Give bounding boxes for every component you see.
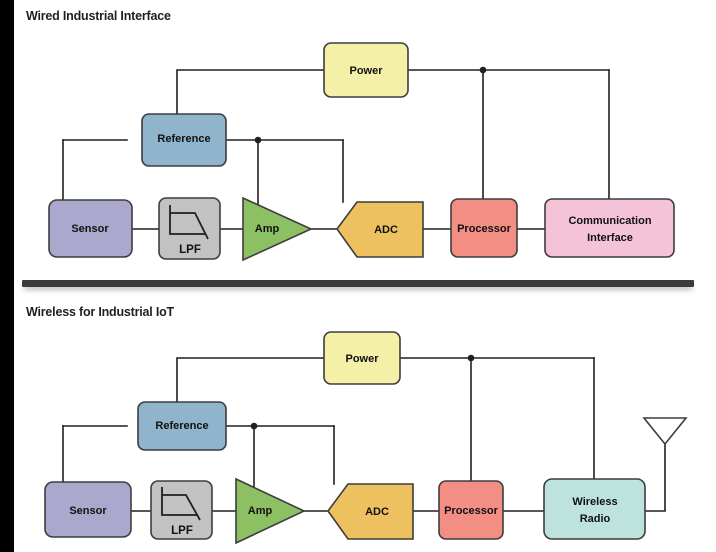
diagram-wireless: Power Reference Sensor LPF: [44, 331, 688, 545]
lpf-axes-icon: [169, 205, 206, 235]
node-adc-shape[interactable]: [336, 201, 424, 258]
node-adc-label: ADC: [365, 506, 389, 518]
panel-title-wireless: Wireless for Industrial IoT: [26, 305, 174, 319]
node-reference-shape[interactable]: [141, 113, 227, 167]
node-reference-label: Reference: [155, 420, 208, 432]
node-processor-label: Processor: [457, 223, 512, 235]
node-reference[interactable]: Reference: [137, 401, 227, 451]
node-communication-interface-label-line1: Communication: [568, 215, 651, 227]
node-processor-label: Processor: [444, 505, 499, 517]
diagram-wired: Power Reference Sensor LPF: [48, 42, 675, 262]
node-sensor-label: Sensor: [71, 223, 109, 235]
panel-title-wired: Wired Industrial Interface: [26, 9, 171, 23]
wire-radio-to-antenna: [644, 432, 666, 512]
node-amp[interactable]: Amp: [242, 196, 313, 262]
node-power[interactable]: Power: [323, 42, 409, 98]
node-adc-label: ADC: [374, 224, 398, 236]
node-wireless-radio[interactable]: Wireless Radio: [543, 478, 646, 540]
junction-reference-bus: [254, 136, 262, 144]
junction-power-bus: [467, 354, 475, 362]
node-wireless-radio-shape[interactable]: [543, 478, 646, 540]
wire-power-to-reference: [176, 69, 325, 116]
wire-power-to-reference: [176, 357, 325, 404]
node-sensor-label: Sensor: [69, 505, 107, 517]
node-amp-shape[interactable]: [242, 196, 313, 262]
node-power-label: Power: [349, 65, 383, 77]
node-sensor[interactable]: Sensor: [48, 199, 133, 258]
node-amp[interactable]: Amp: [235, 477, 306, 545]
node-sensor[interactable]: Sensor: [44, 481, 132, 538]
wire-group-wireless: [62, 354, 666, 512]
lpf-axes-icon: [161, 487, 198, 516]
node-power-shape[interactable]: [323, 42, 409, 98]
node-communication-interface-label-line2: Interface: [587, 232, 633, 244]
antenna-triangle-icon: [642, 417, 688, 446]
node-power-label: Power: [345, 353, 379, 365]
node-amp-shape[interactable]: [235, 477, 306, 545]
left-black-strip: [0, 0, 14, 552]
node-reference-shape[interactable]: [137, 401, 227, 451]
node-communication-interface-shape[interactable]: [544, 198, 675, 258]
node-communication-interface[interactable]: Communication Interface: [544, 198, 675, 258]
node-processor[interactable]: Processor: [438, 480, 504, 540]
node-lpf-label: LPF: [179, 244, 201, 256]
node-amp-label: Amp: [248, 505, 273, 517]
panel-wired: Wired Industrial Interface: [14, 0, 716, 280]
node-amp-label: Amp: [255, 223, 280, 235]
panel-divider: [22, 280, 694, 287]
node-power[interactable]: Power: [323, 331, 401, 385]
node-sensor-shape[interactable]: [48, 199, 133, 258]
junction-reference-bus: [250, 422, 258, 430]
node-power-shape[interactable]: [323, 331, 401, 385]
node-reference[interactable]: Reference: [141, 113, 227, 167]
antenna-icon: [642, 417, 688, 446]
junction-power-bus: [479, 66, 487, 74]
node-sensor-shape[interactable]: [44, 481, 132, 538]
node-lpf[interactable]: LPF: [158, 197, 221, 260]
node-processor[interactable]: Processor: [450, 198, 518, 258]
lpf-response-icon: [162, 494, 201, 521]
node-adc[interactable]: ADC: [327, 483, 414, 540]
wire-group-wired: [62, 66, 610, 230]
panel-wireless: Wireless for Industrial IoT: [14, 296, 716, 552]
node-reference-label: Reference: [157, 133, 210, 145]
node-adc-shape[interactable]: [327, 483, 414, 540]
node-processor-shape[interactable]: [450, 198, 518, 258]
node-adc[interactable]: ADC: [336, 201, 424, 258]
node-lpf-label: LPF: [171, 525, 193, 537]
node-wireless-radio-label-line2: Radio: [580, 513, 611, 525]
lpf-response-icon: [170, 212, 209, 240]
node-processor-shape[interactable]: [438, 480, 504, 540]
node-wireless-radio-label-line1: Wireless: [572, 496, 617, 508]
node-lpf[interactable]: LPF: [150, 480, 213, 540]
